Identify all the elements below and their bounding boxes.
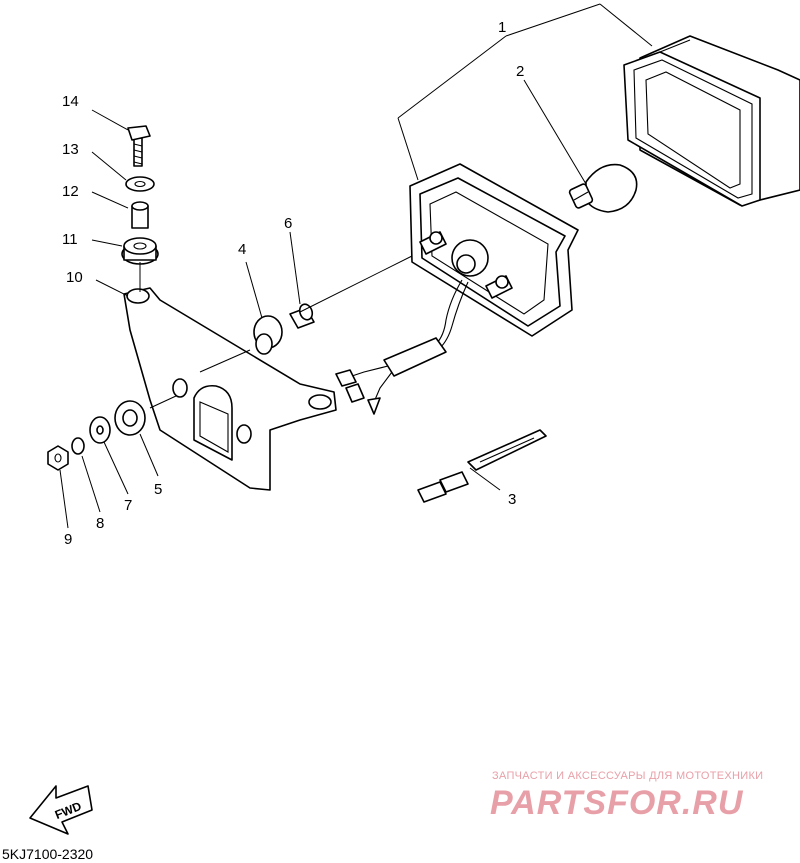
callout-7: 7 [124, 497, 132, 514]
bolt [127, 125, 151, 167]
callout-2: 2 [516, 63, 524, 80]
callout-12: 12 [62, 183, 79, 200]
callout-labels: 1 2 3 4 5 6 7 8 9 10 11 12 13 14 [62, 19, 524, 548]
callout-11: 11 [62, 231, 78, 248]
collar [289, 303, 315, 329]
bracket [123, 287, 337, 491]
callout-9: 9 [64, 531, 72, 548]
callout-14: 14 [62, 93, 79, 110]
damper [121, 237, 159, 265]
plain-washer [89, 416, 111, 444]
diagram-code: 5KJ7100-2320 [2, 846, 93, 862]
watermark-brand: PARTSFOR.RU [490, 784, 744, 822]
cable-tie [417, 429, 547, 503]
rubber-washer [114, 400, 146, 436]
watermark-tagline: ЗАПЧАСТИ И АКСЕССУАРЫ ДЛЯ МОТОТЕХНИКИ [492, 770, 763, 782]
callout-1: 1 [498, 19, 506, 36]
leader-lines [59, 3, 653, 529]
nut [47, 445, 69, 471]
callout-4: 4 [238, 241, 246, 258]
callout-6: 6 [284, 215, 292, 232]
callout-5: 5 [154, 481, 162, 498]
callout-10: 10 [66, 269, 83, 286]
small-collar [131, 201, 149, 229]
bulb [568, 163, 638, 213]
taillight-lens [623, 35, 800, 207]
top-washer [125, 176, 155, 192]
callout-13: 13 [62, 141, 79, 158]
callout-8: 8 [96, 515, 104, 532]
taillight-housing [335, 163, 579, 415]
fwd-arrow-icon: FWD [29, 785, 93, 835]
grommet [253, 315, 283, 355]
callout-3: 3 [508, 491, 516, 508]
watermark: ЗАПЧАСТИ И АКСЕССУАРЫ ДЛЯ МОТОТЕХНИКИ PA… [490, 770, 763, 822]
assembly-lines [139, 255, 413, 409]
lock-washer [71, 437, 85, 455]
